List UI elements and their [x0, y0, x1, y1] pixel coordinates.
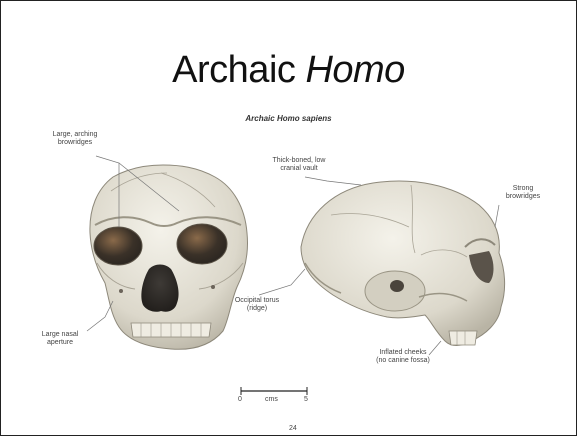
label-nasal-aperture: Large nasal aperture: [35, 331, 85, 347]
front-skull: [90, 165, 248, 349]
side-skull: [301, 181, 505, 345]
label-browridges-side: Strong browridges: [493, 185, 553, 201]
label-occipital-torus: Occipital torus (ridge): [227, 297, 287, 313]
scale-bar: [241, 387, 307, 395]
label-inflated-cheeks: Inflated cheeks (no canine fossa): [365, 349, 441, 365]
scale-unit: cms: [265, 396, 278, 403]
page-number: 24: [289, 425, 297, 432]
scale-start: 0: [238, 396, 242, 403]
scale-end: 5: [304, 396, 308, 403]
label-cranial-vault: Thick-boned, low cranial vault: [259, 157, 339, 173]
label-browridges-front: Large, arching browridges: [45, 131, 105, 147]
